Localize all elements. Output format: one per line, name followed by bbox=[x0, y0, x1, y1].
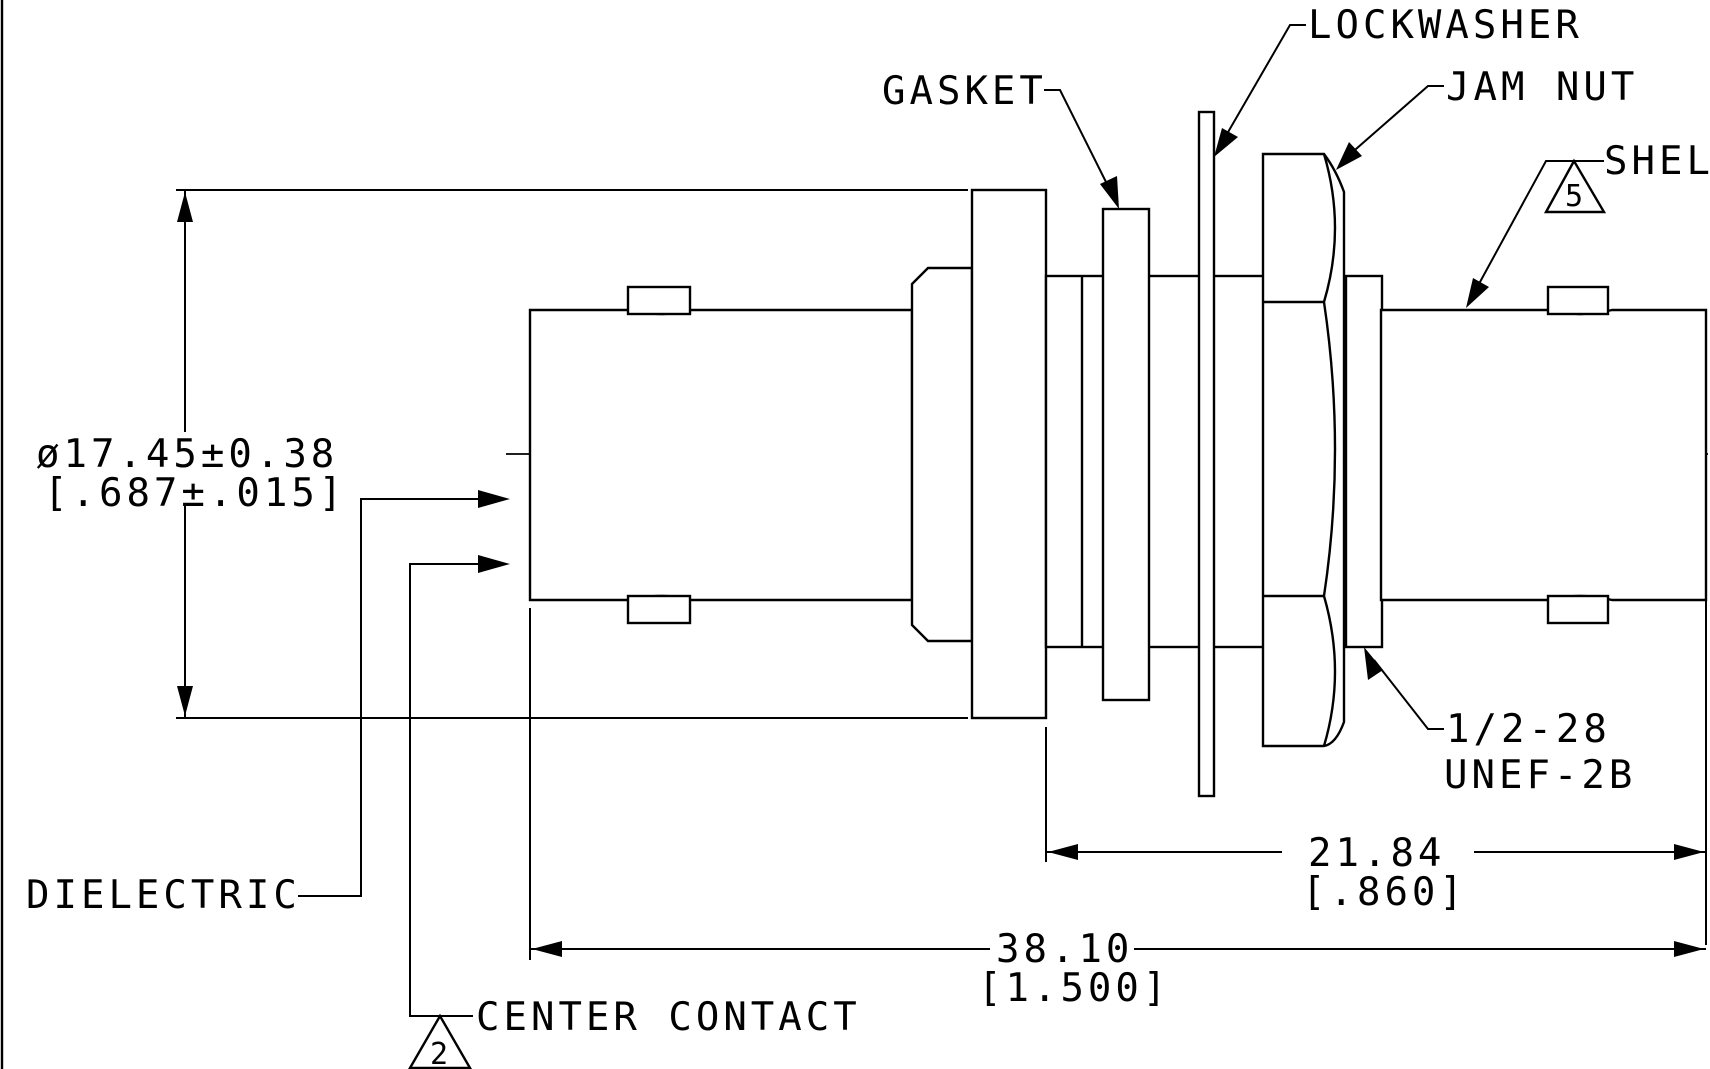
diameter-metric: ø17.45±0.38 bbox=[36, 432, 338, 477]
overall-metric: 38.10 bbox=[996, 927, 1133, 972]
jam-nut bbox=[1261, 152, 1346, 748]
dielectric-label: DIELECTRIC bbox=[26, 873, 301, 918]
gasket-label: GASKET bbox=[882, 69, 1047, 114]
jam-nut-leader bbox=[1336, 85, 1444, 170]
lockwasher-leader bbox=[1214, 24, 1306, 157]
thread-line2: UNEF-2B bbox=[1444, 753, 1636, 798]
jam-nut-label: JAM NUT bbox=[1446, 65, 1638, 110]
gasket bbox=[1101, 207, 1151, 702]
left-body bbox=[528, 285, 914, 625]
length-a-inch: [.860] bbox=[1302, 870, 1467, 915]
length-a-dimension bbox=[1045, 600, 1707, 945]
thread-leader bbox=[1364, 647, 1444, 730]
right-body bbox=[1379, 285, 1708, 625]
center-contact-note: 2 bbox=[430, 1037, 448, 1069]
dielectric-leader bbox=[298, 490, 510, 897]
lockwasher bbox=[1197, 110, 1216, 798]
gasket-leader bbox=[1044, 89, 1119, 209]
length-a-metric: 21.84 bbox=[1308, 831, 1445, 876]
center-contact-label: CENTER CONTACT bbox=[476, 995, 861, 1040]
lockwasher-label: LOCKWASHER bbox=[1308, 3, 1583, 48]
diameter-inch: [.687±.015] bbox=[44, 471, 346, 516]
thread-line1: 1/2-28 bbox=[1446, 707, 1611, 752]
shell-label: SHEL bbox=[1604, 139, 1710, 184]
shell-note: 5 bbox=[1565, 179, 1583, 214]
center-contact-leader bbox=[408, 555, 510, 1069]
diameter-dimension bbox=[176, 189, 968, 719]
shell-leader bbox=[1466, 158, 1607, 308]
flange bbox=[970, 188, 1048, 720]
shoulder bbox=[910, 266, 974, 643]
overall-inch: [1.500] bbox=[978, 966, 1170, 1011]
overall-dimension bbox=[529, 608, 1706, 960]
